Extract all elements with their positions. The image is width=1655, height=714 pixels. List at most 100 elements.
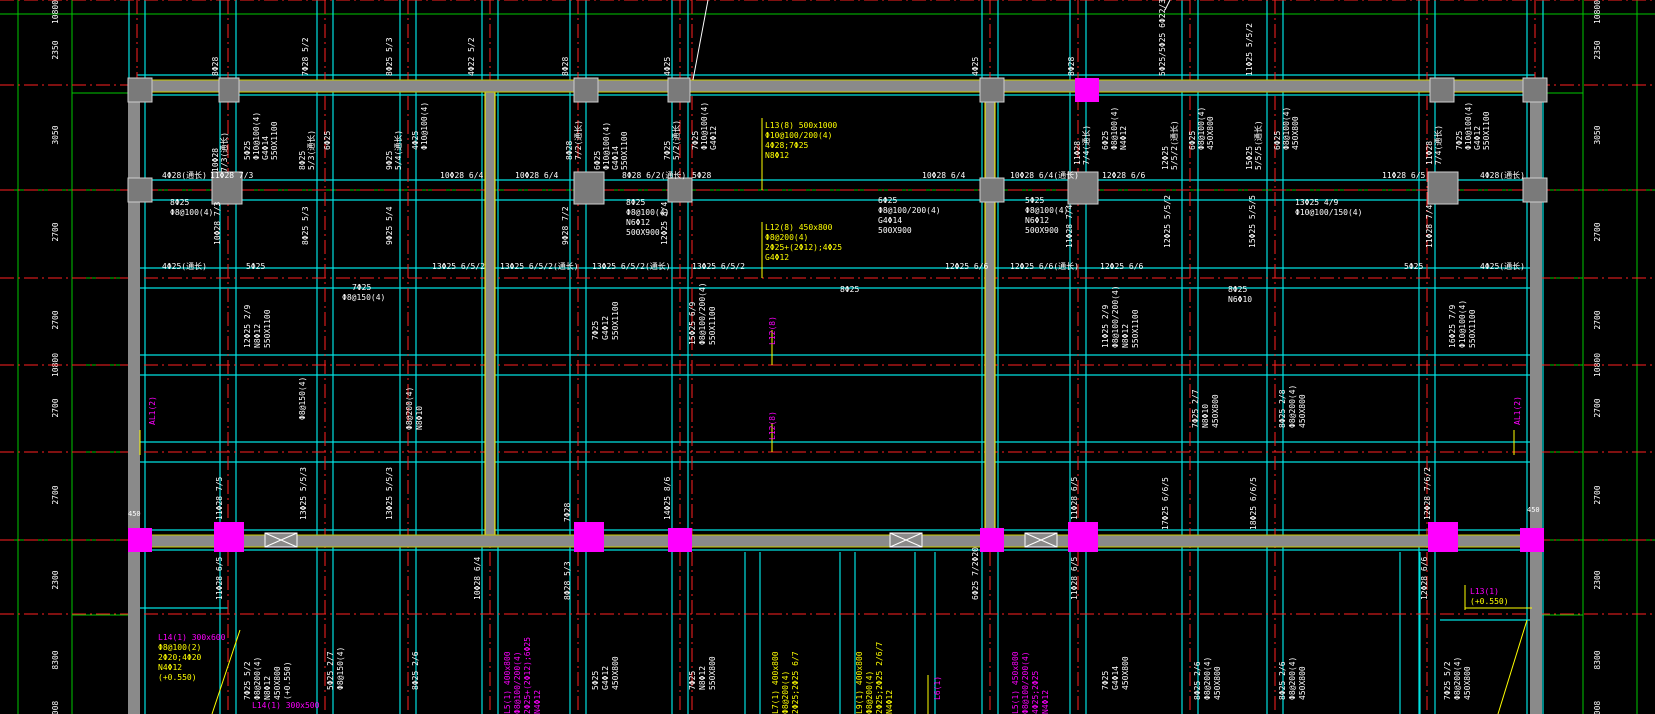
column	[127, 77, 153, 103]
rebar-label: 8Φ25	[1228, 285, 1247, 294]
dimension-text: 2700	[1593, 398, 1602, 417]
rebar-label: 5/3(通长)	[306, 130, 316, 170]
rebar-label: 6Φ25	[878, 196, 897, 205]
rebar-label: G4Φ12	[601, 666, 610, 690]
rebar-label: 550X800	[708, 656, 717, 690]
rebar-label: 11Φ28 6/5	[215, 556, 224, 600]
beam-label: Φ8@100(2)	[158, 643, 201, 652]
rebar-label: 450X800	[1213, 666, 1222, 700]
rebar-label: 4Φ28(通长)	[1480, 170, 1525, 180]
rebar-label: 450X800	[1121, 656, 1130, 690]
rebar-label: 12Φ25 5/5/2	[1163, 195, 1172, 248]
dimension-text: 8300	[1593, 650, 1602, 669]
dimension-text: 008	[51, 701, 60, 714]
rebar-label: Φ10@100(4)	[420, 102, 429, 150]
rebar-label: 5Φ25	[243, 141, 252, 160]
rebar-label: 7/4(通长)	[1433, 125, 1443, 165]
dimension-text: 2700	[51, 398, 60, 417]
rebar-label: 4Φ28(通长)	[162, 170, 207, 180]
rebar-label: 12Φ25 6/6	[945, 262, 989, 271]
beam-label: (+0.550)	[158, 673, 197, 682]
beam-label: (+0.550)	[1470, 597, 1509, 606]
rebar-label: 7/2(通长)	[573, 120, 583, 160]
rebar-label: 11Φ25 2/9	[1101, 304, 1110, 348]
rebar-label: 7/4(通长)	[1081, 125, 1091, 165]
rebar-label: 8Φ28	[1067, 57, 1076, 76]
column-highlight	[1428, 522, 1458, 552]
rebar-label: 5/2(通长)	[671, 120, 681, 160]
rebar-label: Φ10@100(4)	[1458, 300, 1467, 348]
dimension-text: 10800	[1593, 0, 1602, 24]
rebar-label: 550X1100	[263, 309, 272, 348]
rebar-label: 11Φ28 6/5	[1070, 476, 1079, 520]
rebar-label: 8Φ25	[170, 198, 189, 207]
rebar-label: 7Φ28	[563, 503, 572, 522]
rebar-label: N6Φ10	[1228, 295, 1252, 304]
column	[211, 171, 243, 205]
rebar-label: N8Φ12	[1121, 324, 1130, 348]
dimension-text: 008	[1593, 701, 1602, 714]
beam-label: 2Φ25+(2Φ12);4Φ25	[765, 243, 842, 252]
rebar-label: Φ8@200(4)	[1288, 385, 1297, 428]
dimension-text: 3050	[51, 125, 60, 144]
rebar-label: 11Φ28 7/3	[210, 171, 254, 180]
rebar-label: N8Φ10	[1201, 404, 1210, 428]
rebar-label: Φ8@150(4)	[336, 647, 345, 690]
rebar-label: N6Φ12	[1025, 216, 1049, 225]
rebar-label: 5Φ25	[591, 671, 600, 690]
rebar-label: 10Φ28 6/4	[440, 171, 484, 180]
rebar-label: Φ8@100(4)	[626, 208, 669, 217]
rebar-label: G4Φ14	[1111, 666, 1120, 690]
rebar-label: Φ8@150(4)	[298, 377, 307, 420]
main-beam	[485, 92, 495, 535]
rebar-label: Φ8@100(4)	[1025, 206, 1068, 215]
rebar-label: 12Φ25 2/9	[243, 304, 252, 348]
rebar-label: 18Φ25 6/6/5	[1249, 477, 1258, 530]
rebar-label: 4Φ25(通长)	[162, 261, 207, 271]
opening-marker	[1024, 532, 1058, 548]
rebar-label: 13Φ25 5/5/3	[385, 467, 394, 520]
rebar-label: Φ8@100/200(4)	[878, 206, 941, 215]
rebar-label: 550X1100	[708, 306, 717, 345]
beam-label: L5(1) 450x800	[1011, 651, 1020, 714]
rebar-label: 8Φ28	[211, 57, 220, 76]
rebar-label: 8Φ28 5/3	[563, 561, 572, 600]
rebar-label: 8Φ25	[298, 151, 307, 170]
rebar-label: 6Φ25	[1273, 131, 1282, 150]
rebar-label: Φ8@200(4)	[1453, 657, 1462, 700]
rebar-label: 12Φ28 6/6	[1420, 556, 1429, 600]
rebar-label: 450X800	[1206, 116, 1215, 150]
rebar-label: 6Φ25	[323, 131, 332, 150]
column-highlight	[214, 522, 244, 552]
column-highlight	[574, 522, 604, 552]
rebar-label: 8Φ25	[626, 198, 645, 207]
opening-markers	[264, 532, 1058, 548]
opening-marker	[264, 532, 298, 548]
rebar-label: 10Φ28 6/4(通长)	[1010, 170, 1079, 180]
rebar-label: Φ8@100(4)	[1282, 107, 1291, 150]
rebar-label: 8Φ25	[840, 285, 859, 294]
rebar-label: 8Φ25 2/6	[411, 651, 420, 690]
main-beam	[128, 535, 1544, 547]
rebar-label: 11Φ28 6/5	[1382, 171, 1426, 180]
column	[1429, 77, 1455, 103]
rebar-label: 7Φ25	[688, 671, 697, 690]
beam-label: N4Φ12	[158, 663, 182, 672]
rebar-label: N8Φ12	[263, 676, 272, 700]
rebar-label: 450	[1527, 506, 1540, 514]
secondary-beam-grid	[128, 0, 1544, 714]
rebar-label: 5/5/5(通长)	[1253, 120, 1263, 170]
rebar-label: Φ8@100/200(4)	[698, 282, 707, 345]
rebar-label: G4Φ14	[261, 136, 270, 160]
column	[1067, 171, 1099, 205]
rebar-label: 4Φ25	[971, 57, 980, 76]
rebar-label: Φ8@200(4)	[1203, 657, 1212, 700]
beam-label: L12(8)	[768, 316, 777, 345]
rebar-label: N6Φ12	[626, 218, 650, 227]
rebar-label: 10Φ28 6/4	[473, 556, 482, 600]
rebar-label: 7Φ25	[1101, 671, 1110, 690]
main-beam	[1530, 85, 1542, 714]
